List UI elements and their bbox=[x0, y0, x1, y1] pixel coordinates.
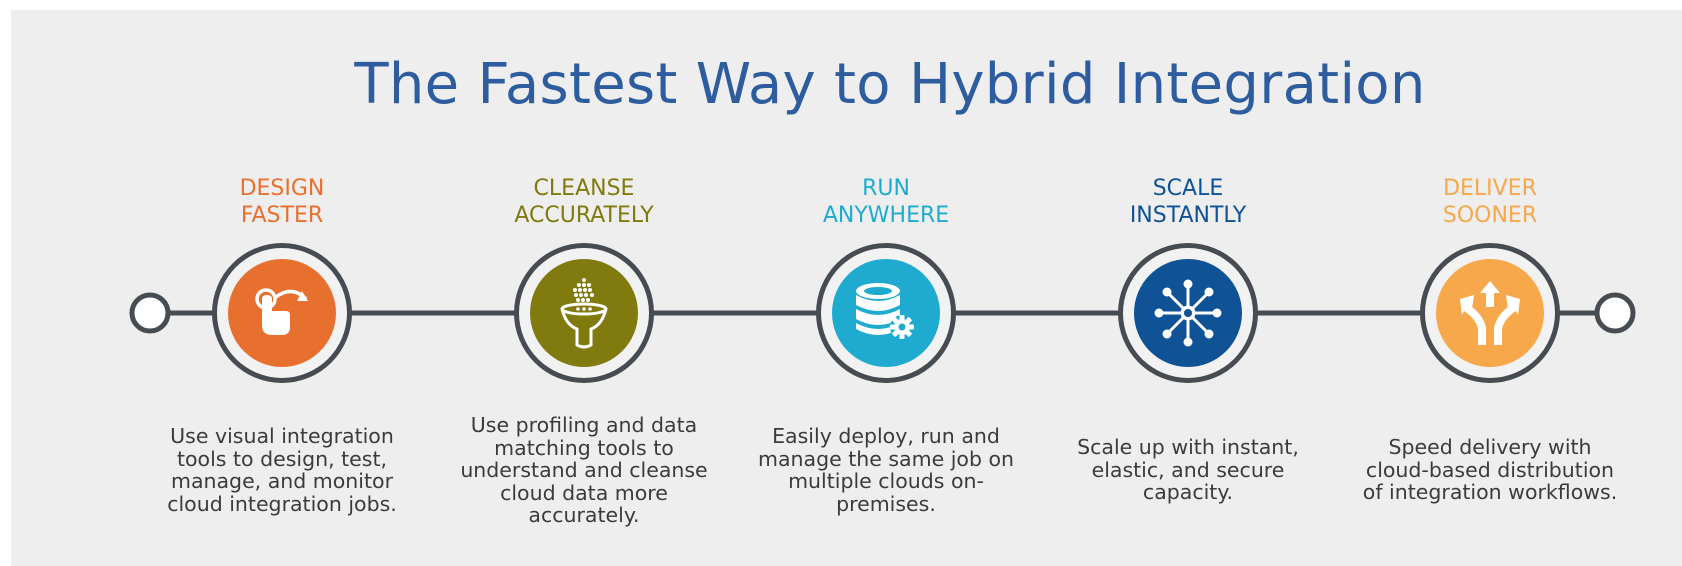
step-run-anywhere-description: Easily deploy, run and manage the same j… bbox=[757, 424, 1015, 516]
page-title: The Fastest Way to Hybrid Integration bbox=[354, 52, 1426, 117]
step-label-line1: CLEANSE bbox=[533, 176, 635, 201]
step-cleanse-accurately-label: CLEANSE ACCURATELY bbox=[474, 175, 694, 229]
step-run-anywhere-label: RUN ANYWHERE bbox=[776, 175, 996, 229]
step-deliver-sooner-description: Speed delivery with cloud-based distribu… bbox=[1362, 435, 1618, 504]
timeline-end-node bbox=[1594, 292, 1636, 334]
step-run-anywhere-node bbox=[816, 243, 956, 383]
timeline-start-node bbox=[129, 292, 171, 334]
step-design-faster-node bbox=[212, 243, 352, 383]
split-arrows-icon bbox=[1460, 281, 1520, 345]
hand-pointer-arrow-icon bbox=[255, 288, 308, 335]
step-label-line1: SCALE bbox=[1152, 176, 1224, 201]
step-scale-instantly-node bbox=[1118, 243, 1258, 383]
funnel-filter-icon bbox=[560, 278, 608, 349]
step-label-line2: FASTER bbox=[240, 203, 324, 228]
step-design-faster-description: Use visual integration tools to design, … bbox=[167, 424, 397, 516]
step-deliver-sooner-label: DELIVER SOONER bbox=[1380, 175, 1600, 229]
step-label-line2: INSTANTLY bbox=[1129, 203, 1247, 228]
step-design-faster-label: DESIGN FASTER bbox=[172, 175, 392, 229]
step-label-line1: DESIGN bbox=[239, 176, 325, 201]
step-cleanse-accurately-description: Use profiling and data matching tools to… bbox=[460, 413, 708, 527]
network-hub-icon bbox=[1154, 279, 1222, 347]
step-scale-instantly-description: Scale up with instant, elastic, and secu… bbox=[1077, 435, 1299, 504]
step-label-line2: SOONER bbox=[1442, 203, 1538, 228]
step-label-line1: DELIVER bbox=[1443, 176, 1537, 201]
database-gear-icon bbox=[856, 283, 914, 339]
step-deliver-sooner-node bbox=[1420, 243, 1560, 383]
step-label-line2: ANYWHERE bbox=[822, 203, 950, 228]
step-cleanse-accurately-node bbox=[514, 243, 654, 383]
step-label-line2: ACCURATELY bbox=[514, 203, 654, 228]
step-scale-instantly-label: SCALE INSTANTLY bbox=[1078, 175, 1298, 229]
step-label-line1: RUN bbox=[862, 176, 910, 201]
